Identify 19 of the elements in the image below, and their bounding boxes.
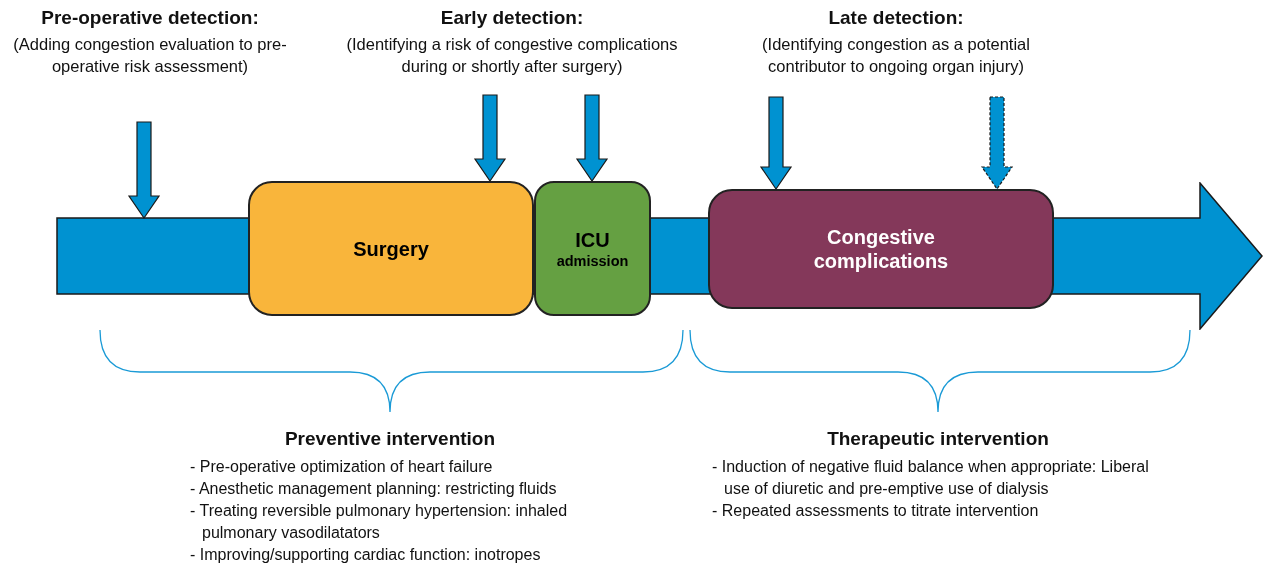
bullet-item: - Induction of negative fluid balance when appropriate: Liberal use of diuretic and pre-emptive use of dialysis: [712, 457, 1150, 499]
detection-description: (Adding congestion evaluation to pre-operative risk assessment): [12, 34, 288, 77]
arrow: [127, 121, 161, 220]
bullet-item: - Pre-operative optimization of heart failure: [190, 457, 494, 477]
bullet-item: - Treating reversible pulmonary hypertension: inhaled pulmonary vasodilatators: [190, 501, 569, 543]
arrow: [980, 96, 1014, 191]
bullet-item: - Anesthetic management planning: restricting fluids: [190, 479, 558, 499]
bullet-item: - Repeated assessments to titrate intervention: [712, 501, 1040, 521]
detection-heading: Pre-operative detection:: [41, 6, 259, 30]
arrow: [575, 94, 609, 183]
section-heading: Therapeutic intervention: [826, 427, 1050, 451]
detection-description: (Identifying congestion as a potential contributor to ongoing organ injury): [761, 34, 1031, 77]
bullet-item: - Improving/supporting cardiac function: inotropes: [190, 545, 542, 565]
arrow: [759, 96, 793, 191]
arrow: [473, 94, 507, 183]
detection-description: (Identifying a risk of congestive complications during or shortly after surgery): [345, 34, 679, 77]
detection-heading: Early detection:: [440, 6, 584, 30]
section-heading: Preventive intervention: [283, 427, 497, 451]
detection-heading: Late detection:: [828, 6, 964, 30]
